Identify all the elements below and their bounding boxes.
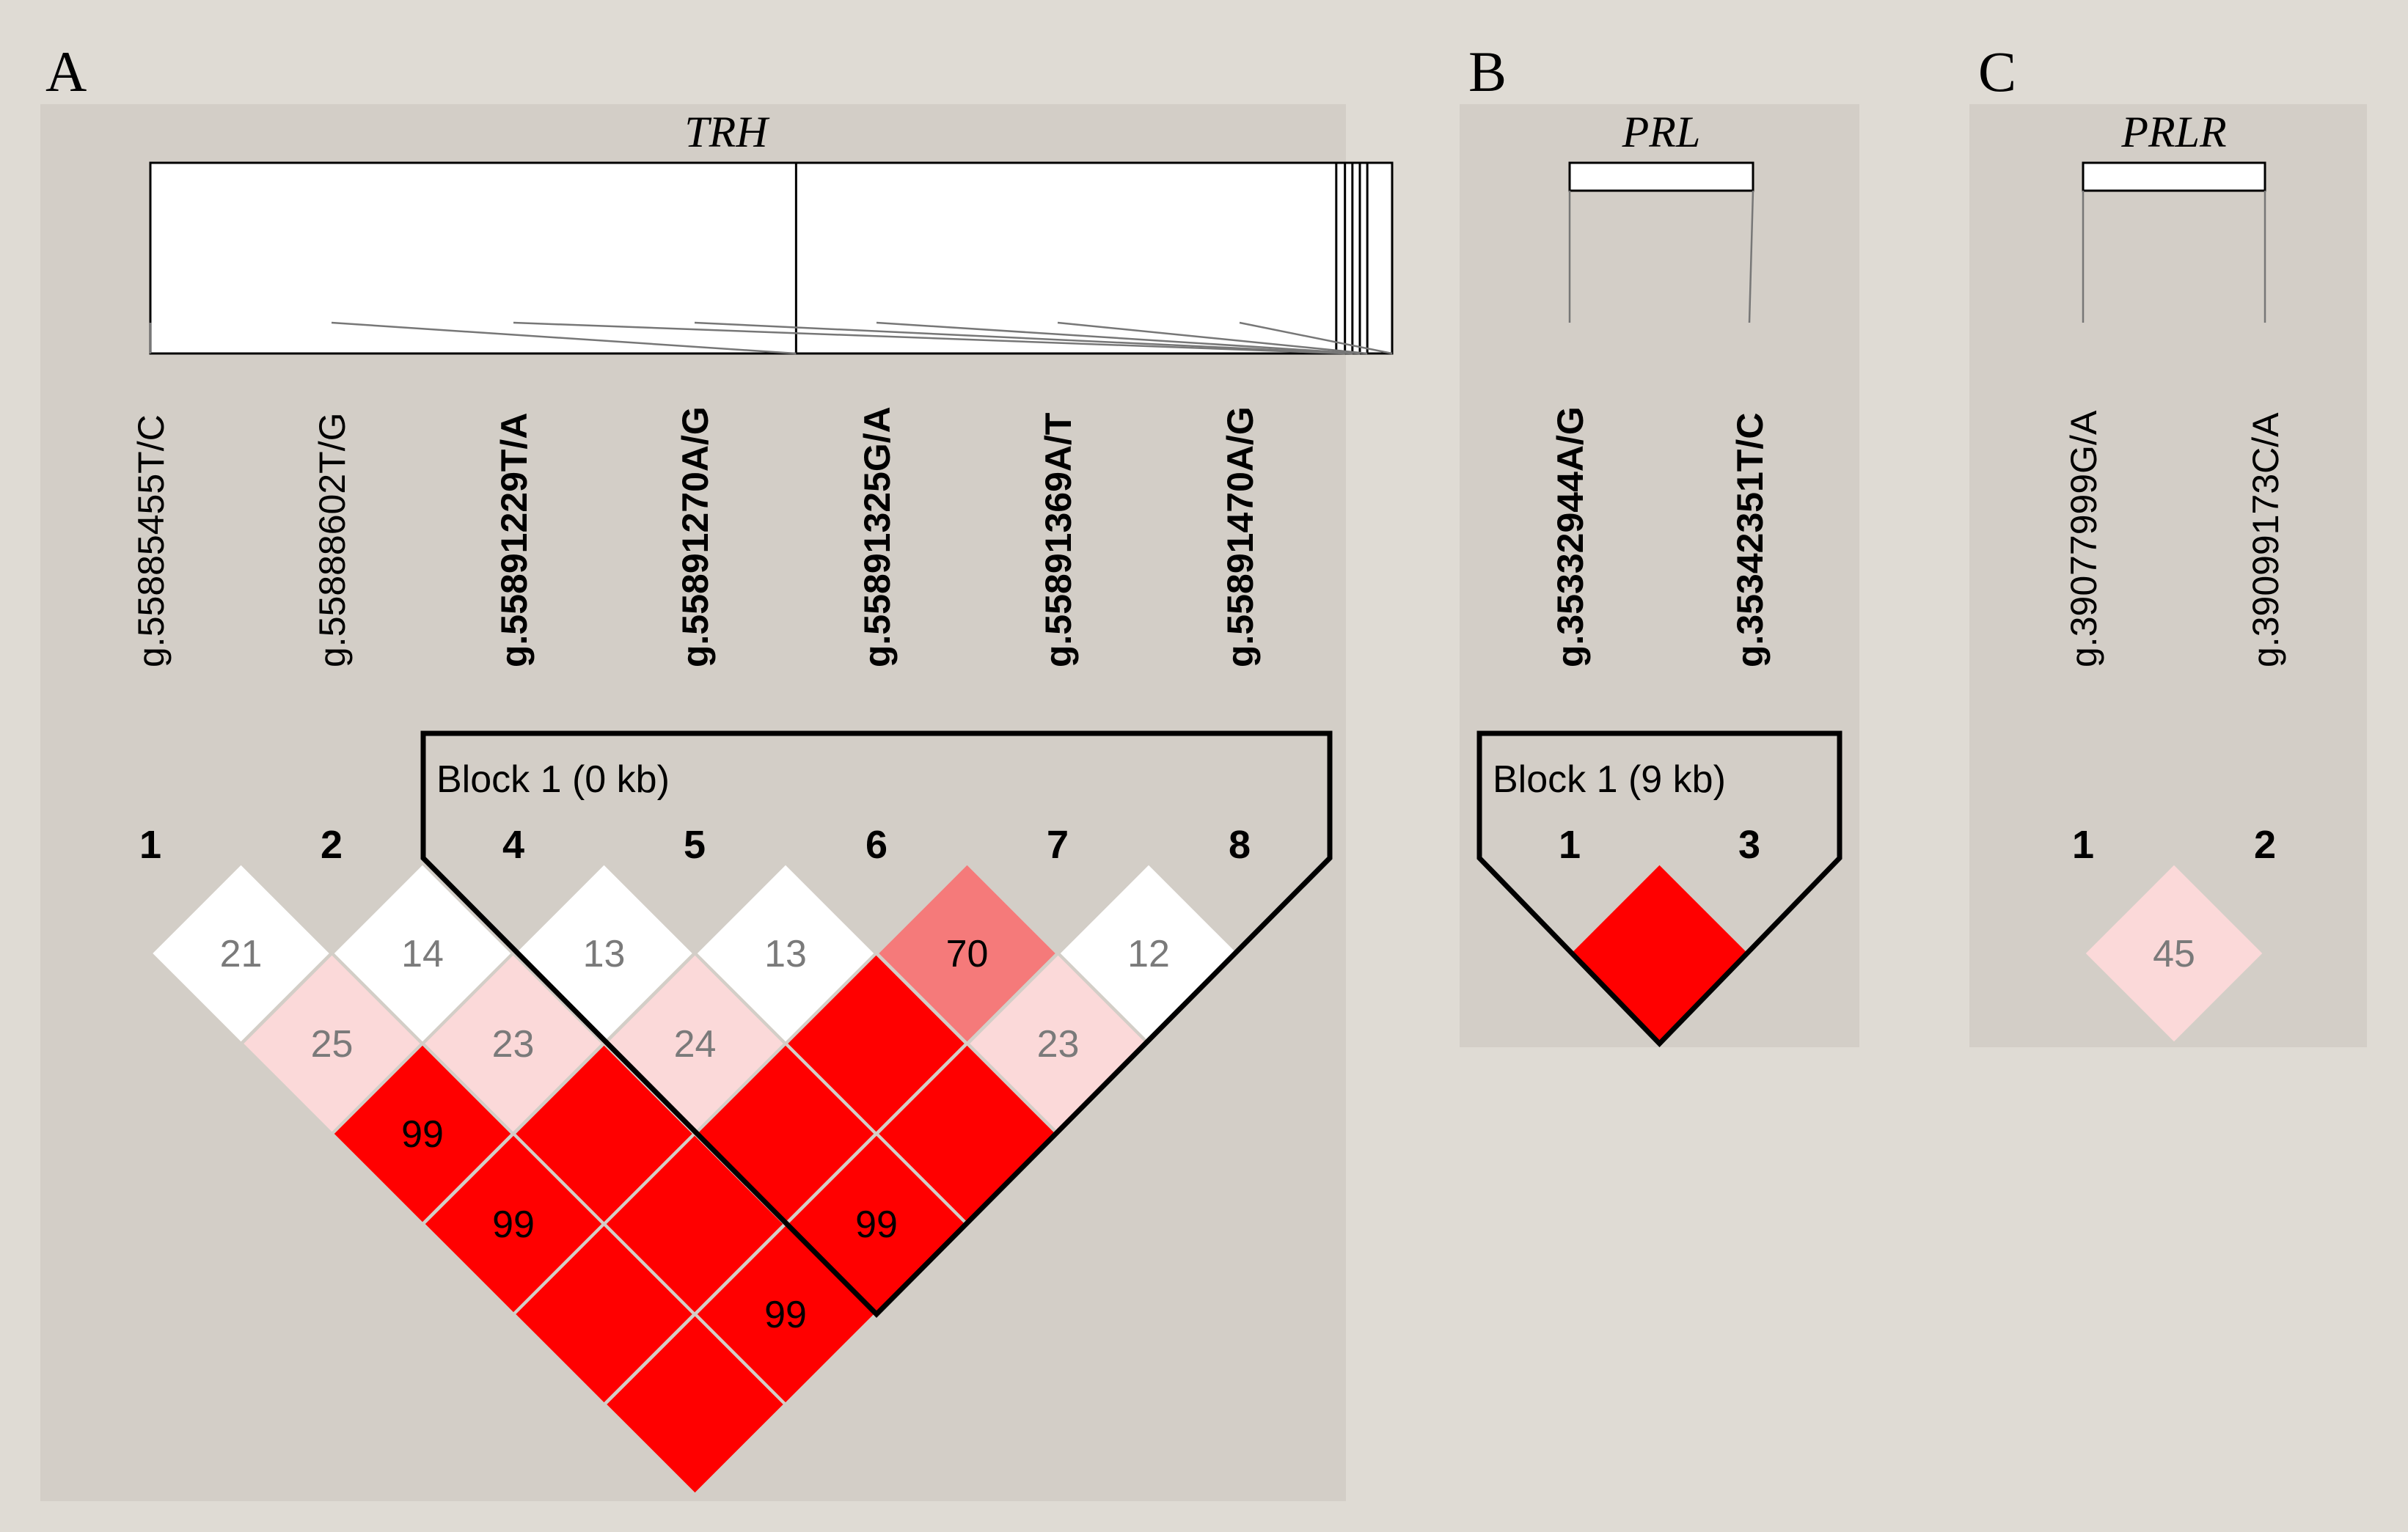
marker-label: g.55891369A/T xyxy=(1038,413,1079,667)
panel-letter: B xyxy=(1468,40,1507,103)
gene-name: PRL xyxy=(1622,108,1701,156)
ld-cell-value: 14 xyxy=(401,933,444,975)
ld-cell xyxy=(602,1312,788,1497)
block-label: Block 1 (0 kb) xyxy=(436,758,670,801)
ld-cell-value: 70 xyxy=(946,933,989,975)
gene-bar xyxy=(149,161,1394,355)
marker-label: g.39099173C/A xyxy=(2245,412,2286,667)
marker-label: g.35332944A/G xyxy=(1550,406,1591,667)
marker-label: g.55891325G/A xyxy=(857,406,898,667)
ld-cell-value: 23 xyxy=(492,1023,535,1066)
panel-c: C PRLR g.39077999G/A g.39099173C/A 1 2 45 xyxy=(1969,40,2367,1047)
marker-index: 7 xyxy=(1047,823,1069,867)
panel-a: A TRH g.55885455T/C g.55888602T/G g.55891229… xyxy=(40,40,1394,1501)
ld-cell-value: 99 xyxy=(855,1203,898,1246)
ld-cell-value: 13 xyxy=(764,933,807,975)
marker-label: g.35342351T/C xyxy=(1730,413,1771,667)
gene-bar xyxy=(2082,161,2266,192)
marker-index: 8 xyxy=(1229,823,1251,867)
marker-label: g.55891270A/G xyxy=(675,406,716,667)
block-label: Block 1 (9 kb) xyxy=(1493,758,1726,801)
ld-matrix: 45 xyxy=(2082,861,2266,1046)
marker-index: 2 xyxy=(321,823,343,867)
marker-connector xyxy=(1748,190,1754,323)
marker-connector xyxy=(876,321,1361,355)
marker-index: 4 xyxy=(502,823,524,867)
ld-cell-value: 12 xyxy=(1127,933,1170,975)
marker-index: 1 xyxy=(1559,823,1581,867)
ld-cell-value: 99 xyxy=(492,1203,535,1246)
gene-bar xyxy=(1568,161,1754,192)
marker-index: 1 xyxy=(139,823,161,867)
gene-name: TRH xyxy=(684,108,770,156)
marker-label: g.39077999G/A xyxy=(2063,410,2104,667)
marker-index: 3 xyxy=(1738,823,1760,867)
marker-label: g.55888602T/G xyxy=(312,413,353,668)
marker-connector xyxy=(331,321,797,355)
marker-label: g.55885455T/C xyxy=(131,414,172,667)
ld-cell-value: 24 xyxy=(674,1023,717,1066)
marker-connector xyxy=(1239,321,1393,355)
marker-label: g.55891229T/A xyxy=(494,413,535,667)
marker-connector xyxy=(1057,321,1368,355)
panel-letter: C xyxy=(1978,40,2016,103)
haplotype-block-outline xyxy=(1476,730,1842,1048)
ld-cell-value: 23 xyxy=(1037,1023,1080,1066)
marker-index: 5 xyxy=(684,823,706,867)
gene-name: PRLR xyxy=(2120,108,2226,156)
marker-index: 6 xyxy=(866,823,888,867)
ld-cell-value: 21 xyxy=(220,933,263,975)
marker-index: 1 xyxy=(2072,823,2094,867)
panel-letter: A xyxy=(45,40,87,103)
ld-cell xyxy=(2082,861,2266,1046)
ld-cell-value: 99 xyxy=(764,1294,807,1336)
haplotype-block-outline xyxy=(420,730,1333,1318)
ld-cell-value: 13 xyxy=(583,933,626,975)
marker-index: 2 xyxy=(2254,823,2276,867)
marker-label: g.55891470A/G xyxy=(1220,406,1261,667)
panel-b: B PRL g.35332944A/G g.35342351T/C 1 3 Block 1 … xyxy=(1460,40,1859,1048)
marker-connector xyxy=(513,321,1345,355)
marker-connector xyxy=(694,321,1353,355)
ld-cell-value: 99 xyxy=(401,1113,444,1156)
ld-cell-value: 45 xyxy=(2153,933,2195,975)
ld-cell-value: 25 xyxy=(311,1023,354,1066)
